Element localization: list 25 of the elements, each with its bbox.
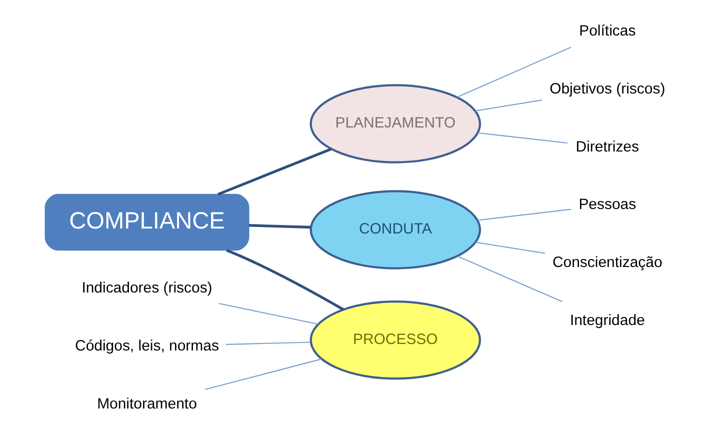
connector: [226, 248, 344, 311]
node-text: Pessoas: [578, 196, 636, 214]
connector: [456, 46, 572, 98]
node-ellipse: PLANEJAMENTO: [310, 84, 482, 164]
connector: [218, 302, 318, 325]
node-text: Códigos, leis, normas: [75, 337, 219, 354]
connector: [475, 100, 542, 112]
node-text: Conscientização: [552, 254, 662, 271]
connector: [217, 148, 332, 196]
connector: [204, 358, 322, 390]
connector: [475, 242, 546, 254]
node-ellipse: PROCESSO: [310, 300, 482, 380]
connector: [478, 132, 568, 144]
node-text: Diretrizes: [576, 138, 640, 156]
node-text: Políticas: [579, 22, 636, 40]
connector: [457, 256, 562, 302]
connector: [226, 342, 311, 345]
node-text: Objetivos (riscos): [550, 80, 666, 98]
connector: [248, 224, 311, 229]
node-ellipse: CONDUTA: [310, 190, 482, 270]
node-text: Integridade: [570, 312, 645, 329]
connector: [478, 208, 571, 221]
node-text: Monitoramento: [97, 395, 197, 412]
node-text: Indicadores (riscos): [82, 280, 212, 297]
node-box: COMPLIANCE: [44, 194, 250, 251]
